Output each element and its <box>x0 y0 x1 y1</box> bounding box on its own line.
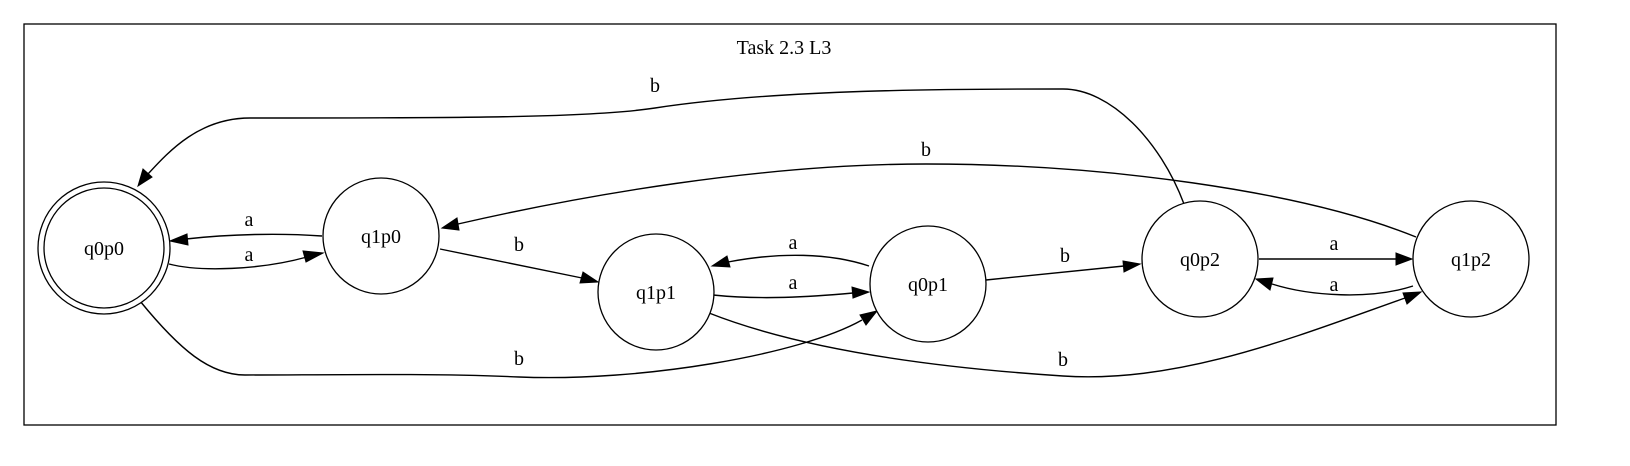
diagram-frame <box>23 23 1557 426</box>
edge-label: a <box>245 244 254 266</box>
state-q0p0[interactable]: q0p0 <box>37 181 171 315</box>
state-label: q1p1 <box>636 282 676 304</box>
state-label: q1p0 <box>361 226 401 248</box>
state-label: q0p1 <box>908 274 948 296</box>
edge-q0p1-q0p2: b <box>985 245 1142 281</box>
edge-q0p0-q1p0: a <box>168 244 325 270</box>
edge-label: b <box>921 139 931 161</box>
edge-label: a <box>1330 233 1339 255</box>
edge-label: a <box>789 232 798 254</box>
state-q0p2[interactable]: q0p2 <box>1141 200 1259 318</box>
edge-label: b <box>514 348 524 370</box>
edge-q1p1-q0p1: a <box>712 272 871 299</box>
edge-label: a <box>789 272 798 294</box>
edge-q1p0-q0p0: a <box>168 209 323 246</box>
edge-q1p0-q1p1: b <box>439 234 600 284</box>
state-label: q0p0 <box>84 238 124 260</box>
state-q1p2[interactable]: q1p2 <box>1412 200 1530 318</box>
edge-label: b <box>514 234 524 256</box>
edge-q0p2-q0p0: b <box>137 75 1185 205</box>
edges: a a b a a b <box>137 75 1423 379</box>
edge-q1p1-q1p2: b <box>708 291 1423 378</box>
state-label: q0p2 <box>1180 249 1220 271</box>
edge-q1p2-q1p0: b <box>440 139 1417 238</box>
edge-label: b <box>1060 245 1070 267</box>
edge-label: a <box>245 209 254 231</box>
edge-label: a <box>1330 274 1339 296</box>
edge-q0p2-q1p2: a <box>1259 233 1414 266</box>
edge-label: b <box>650 75 660 97</box>
edge-q0p1-q1p1: a <box>710 232 870 268</box>
state-label: q1p2 <box>1451 249 1491 271</box>
edge-q0p0-q0p1: b <box>139 300 879 379</box>
state-q0p1[interactable]: q0p1 <box>869 225 987 343</box>
edge-q1p2-q0p2: a <box>1254 274 1414 296</box>
diagram-title: Task 2.3 L3 <box>737 37 832 59</box>
nodes: q0p0 q1p0 q1p1 q0p1 q0p2 q1p2 <box>37 177 1530 351</box>
edge-label: b <box>1058 349 1068 371</box>
state-q1p1[interactable]: q1p1 <box>597 233 715 351</box>
state-q1p0[interactable]: q1p0 <box>322 177 440 295</box>
